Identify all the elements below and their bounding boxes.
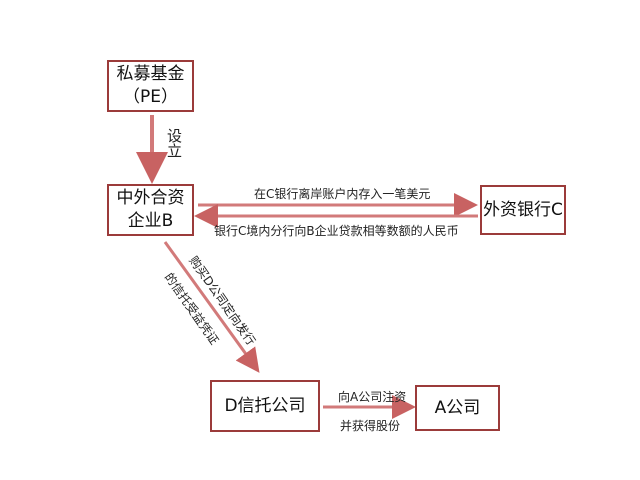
node-foreign-bank-c: 外资银行C bbox=[480, 185, 566, 235]
edge-label-c-to-b: 银行C境内分行向B企业贷款相等数额的人民币 bbox=[214, 224, 459, 238]
node-b-line2: 企业B bbox=[127, 211, 174, 231]
edge-label-d-to-a-lower: 并获得股份 bbox=[340, 419, 401, 433]
node-c-label: 外资银行C bbox=[483, 199, 563, 220]
node-a-label: A公司 bbox=[434, 397, 481, 418]
node-b-line1: 中外合资 bbox=[116, 188, 185, 209]
node-pe-line1: 私募基金 bbox=[116, 64, 185, 85]
node-trust-d: D信托公司 bbox=[210, 380, 320, 432]
node-enterprise-b: 中外合资 企业B bbox=[107, 184, 194, 236]
node-private-equity: 私募基金 （PE） bbox=[107, 60, 194, 112]
edge-label-d-to-a-upper: 向A公司注资 bbox=[338, 390, 407, 404]
node-pe-line2: （PE） bbox=[123, 87, 178, 107]
edge-label-establish: 设立 bbox=[165, 128, 183, 158]
node-company-a: A公司 bbox=[415, 385, 500, 431]
node-d-label: D信托公司 bbox=[224, 395, 306, 416]
edge-label-b-to-c: 在C银行离岸账户内存入一笔美元 bbox=[254, 187, 431, 201]
arrow-b-to-d bbox=[163, 241, 260, 373]
